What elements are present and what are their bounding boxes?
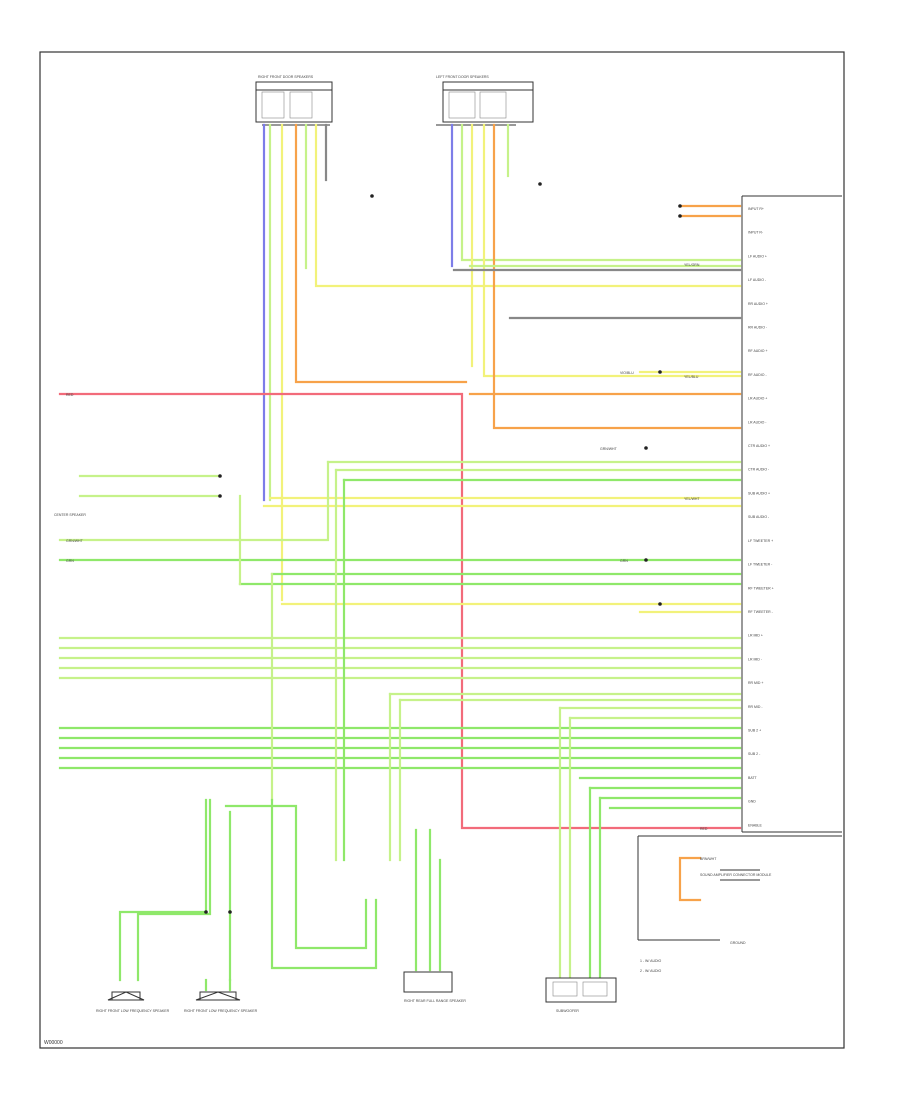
amp-connector-frame	[637, 195, 842, 941]
top-right-drops	[450, 123, 742, 430]
amp-pin-label: LF AUDIO -	[748, 278, 767, 282]
splice-points	[204, 182, 682, 914]
top-right-wires	[468, 204, 742, 396]
wire-tag-red: RED	[66, 393, 74, 397]
speaker-symbol-rf-low	[107, 991, 145, 1001]
wire-tag-red-2: RED	[700, 827, 708, 831]
amp-pin-label: RF TWEETER -	[748, 610, 774, 614]
center-speaker-label: RIGHT REAR FULL RANGE SPEAKER	[404, 999, 466, 1003]
amp-pin-label: RR AUDIO -	[748, 326, 768, 330]
wire-tag-grn: GRN	[66, 559, 74, 563]
wire-tag-grn-wht-2: GRN/WHT	[600, 447, 618, 451]
amp-pin-label: RR MID +	[748, 681, 763, 685]
note-1: 1 - W/ AUDIO	[640, 959, 661, 963]
wire-tag-vio-blu: VIO/BLU	[620, 371, 634, 375]
top-left-connector-label: RIGHT FRONT DOOR SPEAKERS	[258, 75, 314, 79]
amp-pin-label: RR MID -	[748, 705, 763, 709]
subwoofer-block	[545, 977, 617, 1003]
amp-pin-label: INPUT R+	[748, 207, 764, 211]
rf-low-speaker-label: RIGHT FRONT LOW FREQUENCY SPEAKER	[96, 1009, 170, 1013]
amp-pin-label: LR MID -	[748, 657, 763, 661]
amp-pin-labels: INPUT R+ INPUT R- LF AUDIO + LF AUDIO - RR A…	[748, 207, 774, 827]
amp-pin-label: RF AUDIO -	[748, 373, 768, 377]
note-2: 2 - W/ AUDIO	[640, 969, 661, 973]
amp-module-brackets	[678, 856, 760, 902]
top-right-connector-label: LEFT FRONT DOOR SPEAKERS	[436, 75, 489, 79]
wire-tag-yel-wht: YEL/WHT	[684, 497, 700, 501]
top-left-connector-block	[255, 81, 333, 126]
amp-pin-label: GND	[748, 800, 756, 804]
left-speaker-wiring	[118, 798, 378, 992]
wire-tag-yel-blu: YEL/BLU	[684, 375, 699, 379]
amp-pin-label: INPUT R-	[748, 231, 764, 235]
upper-green-bus	[58, 636, 742, 720]
amp-pin-label: SUB AUDIO +	[748, 491, 770, 495]
speaker-vertical-drops	[238, 468, 602, 982]
mid-green-wires	[58, 460, 742, 614]
amp-pin-label: BATT	[748, 776, 758, 780]
amp-pin-label: ENABLE	[748, 823, 762, 827]
diagram-frame	[39, 51, 845, 1049]
amp-pin-label: LF TWEETER -	[748, 563, 773, 567]
subwoofer-label: SUBWOOFER	[556, 1009, 579, 1013]
amp-pin-label: LR AUDIO +	[748, 397, 767, 401]
top-right-connector-block	[436, 81, 534, 126]
ground-label: GROUND	[730, 941, 746, 945]
speaker-symbol-rf-low-2	[195, 991, 241, 1001]
amp-pin-label: LR AUDIO -	[748, 420, 767, 424]
amp-pin-label: SUB 2 -	[748, 752, 761, 756]
rf-low-speaker-2-label: RIGHT FRONT LOW FREQUENCY SPEAKER	[184, 1009, 258, 1013]
amp-pin-label: RF AUDIO +	[748, 349, 768, 353]
amp-pin-label: LR MID +	[748, 634, 763, 638]
amp-pin-label: RF TWEETER +	[748, 586, 774, 590]
amp-pin-label: CTR AUDIO +	[748, 444, 770, 448]
wire-tag-brn-wht: BRN/WHT	[700, 857, 717, 861]
wire-tag-grn-2: GRN	[620, 559, 628, 563]
amp-pin-label: LF TWEETER +	[748, 539, 773, 543]
footer-code: W00000	[44, 1040, 63, 1046]
amp-module-label: SOUND AMPLIFIER CONNECTOR MODULE	[700, 873, 772, 877]
amp-pin-label: CTR AUDIO -	[748, 468, 770, 472]
wire-tag-yel-grn: YEL/GRN	[684, 263, 700, 267]
amp-pin-label: SUB AUDIO -	[748, 515, 770, 519]
wire-tag-grn-wht: GRN/WHT	[66, 539, 84, 543]
top-left-drops	[262, 123, 742, 602]
center-door-speaker-label: CENTER SPEAKER	[54, 513, 86, 517]
center-speaker-wiring	[403, 828, 453, 993]
amp-pin-label: LF AUDIO +	[748, 254, 767, 258]
amp-pin-label: SUB 2 +	[748, 729, 761, 733]
amp-pin-label: RR AUDIO +	[748, 302, 768, 306]
wire-tags: RED GRN/WHT GRN GRN/WHT GRN YEL/GRN YEL/…	[66, 263, 717, 861]
